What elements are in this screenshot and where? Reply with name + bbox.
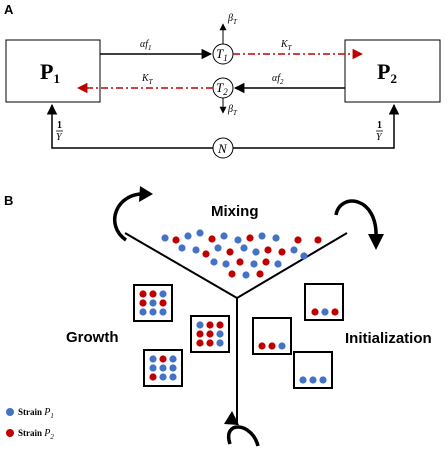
divider-left: [124, 232, 238, 299]
mixing-label: Mixing: [211, 203, 259, 220]
svg-text:Y: Y: [376, 132, 383, 143]
panel-b-label: B: [4, 193, 13, 208]
strain-p2-dot: [278, 248, 286, 256]
cycle-arrow-bottom-icon: [226, 425, 260, 447]
initialization-box: [304, 283, 344, 321]
n-label: N: [217, 141, 228, 156]
strain-p1-dot: [210, 258, 218, 266]
cycle-arrow-left-head-icon: [139, 186, 153, 202]
growth-box: [133, 284, 173, 322]
initialization-box: [252, 317, 292, 355]
t2-label: T2: [216, 80, 228, 97]
panel-b: B Mixing Growth Initialization: [4, 186, 432, 447]
inv-y-left-label: 1 Y: [56, 120, 63, 143]
strain-p1-dot: [258, 232, 266, 240]
strain-p2-dot: [172, 236, 180, 244]
beta-t-top-label: βT: [227, 13, 238, 26]
strain-p2-dot: [226, 248, 234, 256]
strain-p1-dot: [240, 244, 248, 252]
strain-p2-dot: [264, 246, 272, 254]
svg-text:1: 1: [57, 120, 62, 131]
strain-p1-dot: [178, 244, 186, 252]
strain-p1-dot: [252, 248, 260, 256]
strain-p1-dot: [274, 260, 282, 268]
kappa-t-top-label: KT: [280, 39, 293, 52]
alpha-f2-label: αf2: [272, 73, 284, 86]
cycle-arrow-left-icon: [113, 192, 147, 242]
strain-p2-dot: [202, 250, 210, 258]
legend-p2-swatch: [6, 429, 14, 437]
initialization-label: Initialization: [345, 330, 432, 347]
strain-p1-dot: [272, 234, 280, 242]
alpha-f1-label: αf1: [140, 39, 152, 52]
beta-t-bottom-label: βT: [227, 104, 238, 117]
strain-p2-dot: [246, 234, 254, 242]
strain-p1-dot: [222, 260, 230, 268]
strain-p1-dot: [192, 246, 200, 254]
strain-p1-dot: [300, 252, 308, 260]
strain-p1-dot: [214, 244, 222, 252]
p1-label: P1: [40, 59, 60, 86]
divider-right: [236, 232, 348, 299]
panel-a: A P1 P2 T1 T2 N βT βT αf1 KT αf2 KT: [4, 2, 441, 159]
strain-p2-dot: [294, 236, 302, 244]
kappa-t-bottom-label: KT: [141, 73, 154, 86]
legend-p1-swatch: [6, 408, 14, 416]
strain-p2-dot: [228, 270, 236, 278]
t1-label: T1: [216, 46, 228, 63]
strain-p2-dot: [262, 258, 270, 266]
cycle-arrow-right-head-icon: [368, 234, 384, 250]
svg-text:Y: Y: [56, 132, 63, 143]
growth-label: Growth: [66, 329, 119, 346]
strain-p2-dot: [208, 235, 216, 243]
p2-label: P2: [377, 59, 397, 86]
strain-p1-dot: [184, 232, 192, 240]
growth-box: [143, 349, 183, 387]
strain-p1-dot: [220, 232, 228, 240]
cycle-arrow-bottom-head-icon: [224, 411, 239, 425]
strain-p2-dot: [256, 270, 264, 278]
legend: Strain P1 Strain P2: [6, 407, 54, 441]
panel-a-label: A: [4, 2, 14, 17]
strain-p1-dot: [250, 260, 258, 268]
initialization-box: [293, 351, 333, 389]
n-to-p1-arrow: [46, 103, 213, 149]
strain-p1-dot: [196, 229, 204, 237]
strain-p1-dot: [234, 236, 242, 244]
strain-p1-dot: [290, 246, 298, 254]
svg-text:1: 1: [377, 120, 382, 131]
growth-box: [190, 315, 230, 353]
strain-p1-dot: [242, 271, 250, 279]
strain-p2-dot: [236, 258, 244, 266]
n-to-p2-arrow: [233, 103, 400, 149]
strain-p2-dot: [314, 236, 322, 244]
mixing-pool: [161, 229, 322, 279]
cycle-arrow-right-icon: [334, 199, 378, 239]
inv-y-right-label: 1 Y: [376, 120, 383, 143]
legend-p1-label: Strain P1: [18, 407, 54, 420]
legend-p2-label: Strain P2: [18, 428, 54, 441]
strain-p1-dot: [161, 234, 169, 242]
